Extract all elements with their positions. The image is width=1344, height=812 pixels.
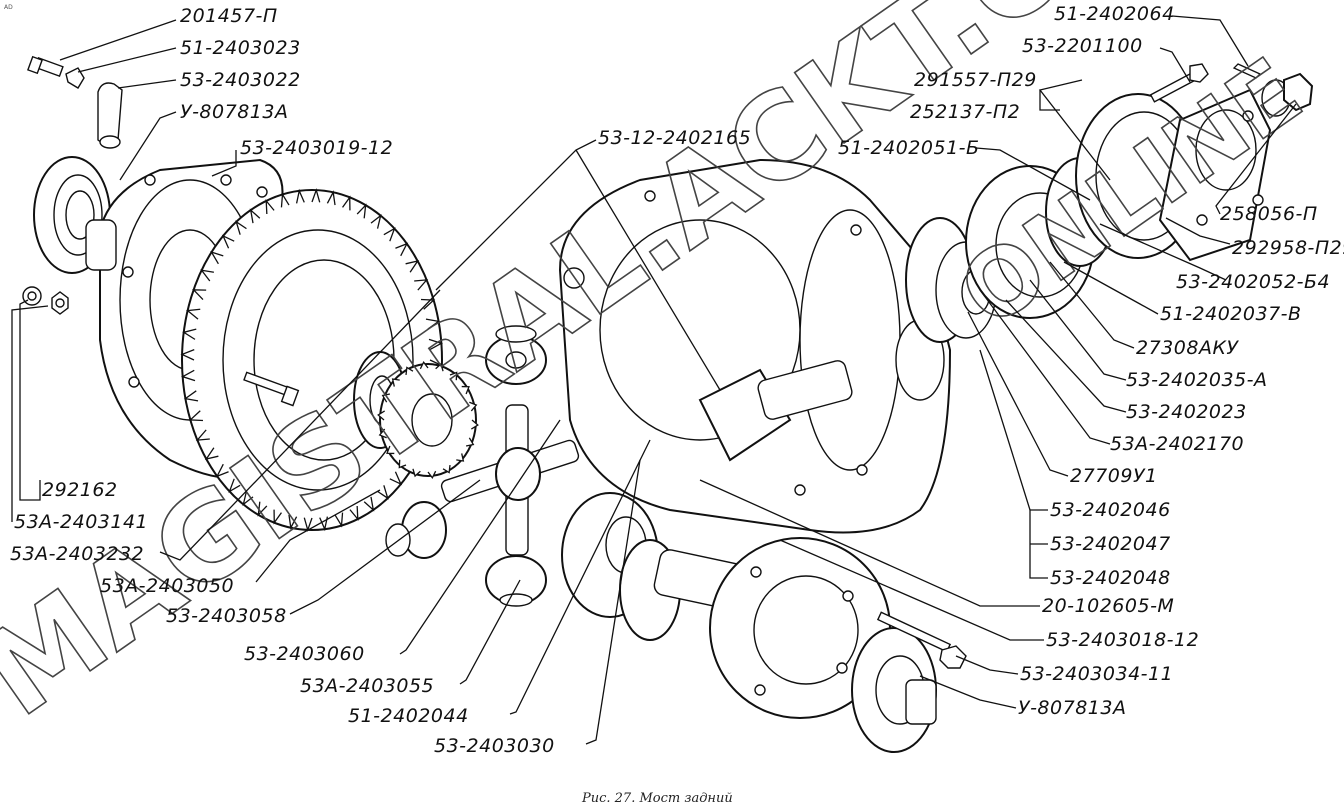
part-ring-bolt — [243, 371, 300, 407]
label-53-12-2402165: 53-12-2402165 — [598, 127, 751, 149]
label-292958-p29: 292958-П29 — [1232, 237, 1344, 259]
label-291557-p29: 291557-П29 — [914, 69, 1037, 91]
label-53-2403058: 53-2403058 — [166, 605, 287, 627]
label-53-2402023: 53-2402023 — [1126, 401, 1247, 423]
part-drive-flange — [1158, 88, 1272, 262]
label-53-2403019-12: 53-2403019-12 — [240, 137, 393, 159]
label-53-2403018-12: 53-2403018-12 — [1046, 629, 1199, 651]
label-53-2402046: 53-2402046 — [1050, 499, 1171, 521]
part-satellite-left — [385, 501, 447, 559]
label-53-2403060: 53-2403060 — [244, 643, 365, 665]
label-53-2402035-a: 53-2402035-А — [1126, 369, 1268, 391]
label-53-2201100: 53-2201100 — [1022, 35, 1143, 57]
label-u-807813a-bottom: У-807813А — [1018, 697, 1126, 719]
parts-drawing — [22, 55, 1314, 753]
label-51-2402064: 51-2402064 — [1054, 3, 1175, 25]
part-breather-tube — [97, 82, 123, 149]
part-satellite-bottom — [485, 555, 547, 607]
label-53a-2403232: 53А-2403232 — [10, 543, 144, 565]
label-51-2403023: 51-2403023 — [180, 37, 301, 59]
label-51-2402037-v: 51-2402037-В — [1160, 303, 1302, 325]
figure-caption: Рис. 27. Мост задний — [581, 791, 733, 806]
label-201457-p: 201457-П — [180, 5, 278, 27]
part-top-bolt — [1149, 63, 1209, 103]
part-bearing-cup — [905, 217, 997, 343]
part-washer-nut — [22, 286, 69, 315]
label-258056-p: 258056-П — [1220, 203, 1318, 225]
part-side-gear-left — [377, 360, 479, 480]
label-53-2403022: 53-2403022 — [180, 69, 301, 91]
part-bolt-bottom — [876, 611, 967, 669]
label-53a-2403050: 53А-2403050 — [100, 575, 234, 597]
part-drive-pinion — [698, 360, 853, 462]
label-53-2403030: 53-2403030 — [434, 735, 555, 757]
label-53-2402052-b4: 53-2402052-Б4 — [1176, 271, 1330, 293]
label-53a-2403055: 53А-2403055 — [300, 675, 434, 697]
label-51-2402051-b: 51-2402051-Б — [838, 137, 980, 159]
label-292162: 292162 — [42, 479, 118, 501]
part-labels: 201457-П 51-2403023 53-2403022 У-807813А… — [10, 3, 1344, 757]
part-diff-case-half-right — [709, 537, 937, 753]
label-53-2402047: 53-2402047 — [1050, 533, 1171, 555]
label-252137-p2: 252137-П2 — [910, 101, 1020, 123]
part-cotter-pin — [1232, 63, 1262, 79]
label-53-2403034-11: 53-2403034-11 — [1020, 663, 1173, 685]
part-satellite-top — [485, 325, 547, 385]
part-flange-nut-washer — [1261, 72, 1314, 117]
part-bolt-201457 — [27, 55, 64, 78]
part-carrier-housing — [558, 158, 952, 534]
leader-lines — [11, 15, 1297, 745]
label-20-102605-m: 20-102605-М — [1042, 595, 1174, 617]
label-27709u1: 27709У1 — [1070, 465, 1158, 487]
label-51-2402044: 51-2402044 — [348, 705, 469, 727]
part-spider-cross — [440, 404, 580, 556]
part-lock-plate — [65, 67, 85, 89]
label-53a-2402170: 53А-2402170 — [1110, 433, 1244, 455]
label-27308aku: 27308АКУ — [1136, 337, 1239, 359]
label-53-2402048: 53-2402048 — [1050, 567, 1171, 589]
corner-mark: AD — [4, 4, 13, 11]
label-53a-2403141: 53А-2403141 — [14, 511, 148, 533]
label-u-807813a-top: У-807813А — [180, 101, 288, 123]
